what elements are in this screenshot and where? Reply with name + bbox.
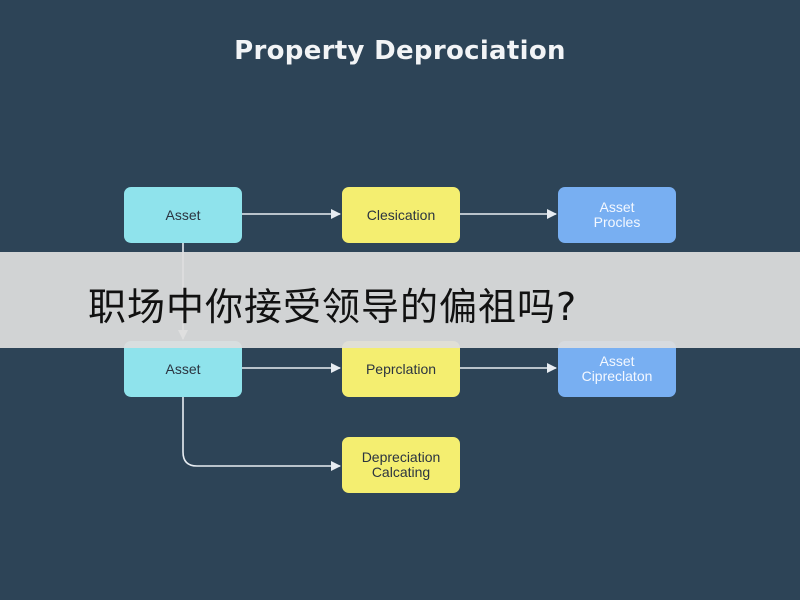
node-label-line2: Cipreclaton (581, 368, 653, 384)
node-label-line2: Calcating (371, 464, 431, 480)
node-preparation: Peprclation (342, 341, 460, 397)
node-label-line1: Depreciation (361, 449, 441, 465)
diagram-title: Property Deprociation (234, 36, 566, 66)
node-label: Asset (165, 360, 201, 377)
node-label-line1: Asset (599, 353, 635, 369)
node-label-line2: Procles (593, 214, 641, 230)
node-classification: Clesication (342, 187, 460, 243)
caption-text: 职场中你接受领导的偏祖吗? (88, 285, 578, 329)
arrow-asset-to-calculation (182, 397, 341, 471)
node-label: Peprclation (365, 360, 437, 377)
node-label-line1: Asset (599, 199, 635, 215)
node-label: Asset (165, 206, 201, 223)
node-label: Clesication (366, 206, 436, 223)
node-depreciation-calculation: Depreciation Calcating (342, 437, 460, 493)
node-asset-process: Asset Procles (558, 187, 676, 243)
caption-banner (0, 252, 800, 348)
node-asset-bottom: Asset (124, 341, 242, 397)
node-asset-depreciation: Asset Cipreclaton (558, 341, 676, 397)
node-asset-top: Asset (124, 187, 242, 243)
